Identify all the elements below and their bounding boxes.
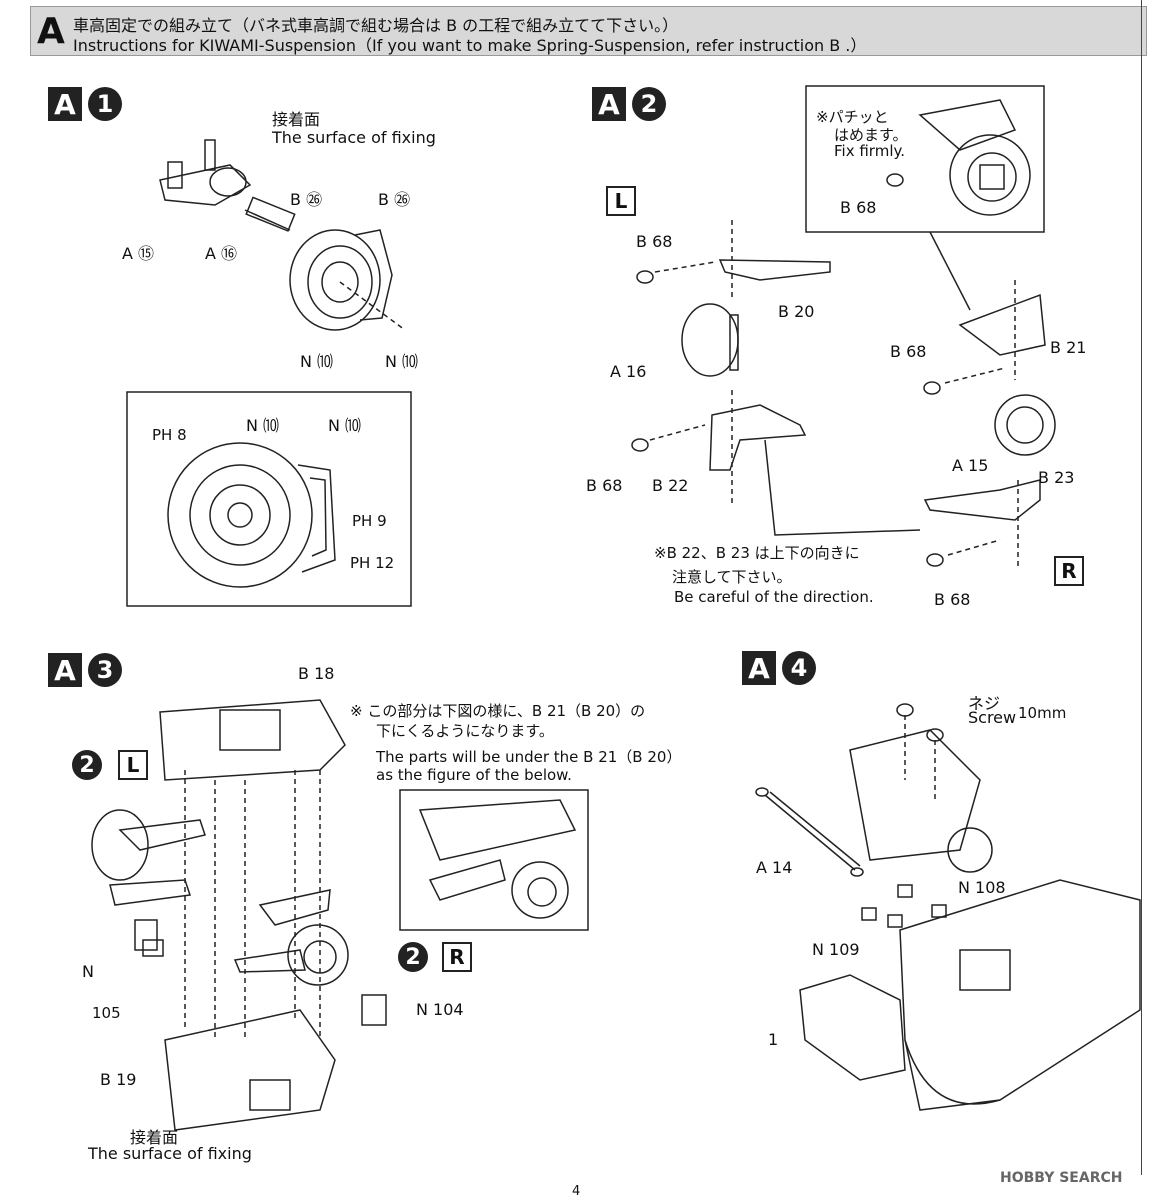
step-a3-letter: A (48, 653, 82, 687)
a2-direction-jp1: ※B 22、B 23 は上下の向きに (654, 544, 860, 562)
a1-ph9: PH 9 (352, 512, 387, 530)
a3-right-side-badge: R (442, 942, 472, 972)
a2-note-jp2: はめます。 (834, 126, 908, 144)
a2-direction-jp2: 注意して下さい。 (672, 568, 792, 586)
step-a4-marker: A 4 (742, 650, 816, 686)
a4-assembly-drawing (755, 703, 1141, 1111)
a3-note-jp2: 下にくるようになります。 (376, 722, 554, 740)
a2-direction-en: Be careful of the direction. (674, 588, 874, 606)
a2-b68-4: B 68 (934, 590, 971, 609)
a3-ref-step2-right: 2 (398, 942, 428, 972)
section-letter: A (37, 11, 65, 52)
a1-detail-rotor (167, 442, 336, 588)
a4-part1: 1 (768, 1030, 779, 1049)
a2-a16: A 16 (610, 362, 647, 381)
a3-left-arm-drawing (91, 809, 206, 957)
a3-note-en2: as the figure of the below. (376, 766, 572, 784)
a3-n105: 105 (92, 1004, 121, 1022)
a4-n109: N 109 (812, 940, 860, 959)
a2-b68-1: B 68 (636, 232, 673, 251)
step-a2-letter: A (592, 87, 626, 121)
a1-a16: A ⑯ (205, 244, 238, 263)
a3-n-label: N (82, 962, 94, 981)
a2-inset-knuckle (886, 99, 1031, 216)
a4-screw-size: 10mm (1018, 704, 1067, 722)
a2-left-parts (631, 220, 831, 505)
watermark: HOBBY SEARCH (1000, 1170, 1123, 1186)
a2-b20: B 20 (778, 302, 815, 321)
a2-a15: A 15 (952, 456, 989, 475)
a1-n101: N ⑽ (385, 352, 419, 371)
a2-note-en: Fix firmly. (834, 142, 905, 160)
a3-right-arm-drawing (233, 889, 387, 1026)
a4-n108: N 108 (958, 878, 1006, 897)
a2-left-side-badge: L (606, 186, 636, 216)
a3-b18: B 18 (298, 664, 335, 683)
a3-left-side-badge: L (118, 750, 148, 780)
header-english-line: Instructions for KIWAMI-Suspension（If yo… (73, 36, 867, 55)
step-a1-letter: A (48, 87, 82, 121)
a1-detail-n100: N ⑽ (246, 416, 280, 435)
a2-b21: B 21 (1050, 338, 1087, 357)
a4-a14: A 14 (756, 858, 793, 877)
step-a2-marker: A 2 (592, 86, 666, 122)
a2-b68-inset: B 68 (840, 198, 877, 217)
a1-knuckle-drawing (159, 139, 296, 232)
a2-note-jp1: ※パチッと (816, 108, 889, 126)
a2-b68-3: B 68 (890, 342, 927, 361)
a1-ph8: PH 8 (152, 426, 187, 444)
a1-fix-jp: 接着面 (272, 110, 321, 129)
a2-b23: B 23 (1038, 468, 1075, 487)
page-number: 4 (572, 1184, 581, 1199)
a3-b19: B 19 (100, 1070, 137, 1089)
step-a4-letter: A (742, 651, 776, 685)
step-a1-number: 1 (88, 87, 122, 121)
a1-b26-right: B ㉖ (378, 190, 411, 209)
a1-fix-en: The surface of fixing (272, 128, 436, 147)
instruction-header: A 車高固定での組み立て（バネ式車高調で組む場合は B の工程で組み立てて下さい… (30, 6, 1147, 56)
step-a3-marker: A 3 (48, 652, 122, 688)
a3-fix-jp: 接着面 (130, 1128, 179, 1147)
a3-note-en1: The parts will be under the B 21（B 20） (376, 748, 682, 766)
a1-ph12: PH 12 (350, 554, 395, 572)
a3-inset-drawing (418, 799, 577, 919)
a1-rotor-drawing (289, 229, 406, 331)
page-border (1141, 0, 1142, 1175)
a3-ref-step2-left: 2 (72, 750, 102, 780)
a2-right-side-badge: R (1054, 556, 1084, 586)
a2-right-parts (923, 280, 1056, 570)
a2-b68-2: B 68 (586, 476, 623, 495)
a3-note-jp1: ※ この部分は下図の様に、B 21（B 20）の (350, 702, 646, 720)
step-a4-number: 4 (782, 651, 816, 685)
step-a3-number: 3 (88, 653, 122, 687)
a4-screw-jp: ネジ (968, 694, 1001, 713)
a1-n100: N ⑽ (300, 352, 334, 371)
a4-screw-en: Screw (968, 708, 1017, 727)
a1-detail-n101: N ⑽ (328, 416, 362, 435)
a1-a15: A ⑮ (122, 244, 155, 263)
step-a2-number: 2 (632, 87, 666, 121)
a1-b26-left: B ㉖ (290, 190, 323, 209)
step-a1-marker: A 1 (48, 86, 122, 122)
header-japanese-line: 車高固定での組み立て（バネ式車高調で組む場合は B の工程で組み立てて下さい。） (73, 16, 679, 35)
a3-frame-drawing (159, 699, 346, 1131)
a3-fix-en: The surface of fixing (88, 1144, 252, 1163)
a2-b22: B 22 (652, 476, 689, 495)
a3-n104: N 104 (416, 1000, 464, 1019)
